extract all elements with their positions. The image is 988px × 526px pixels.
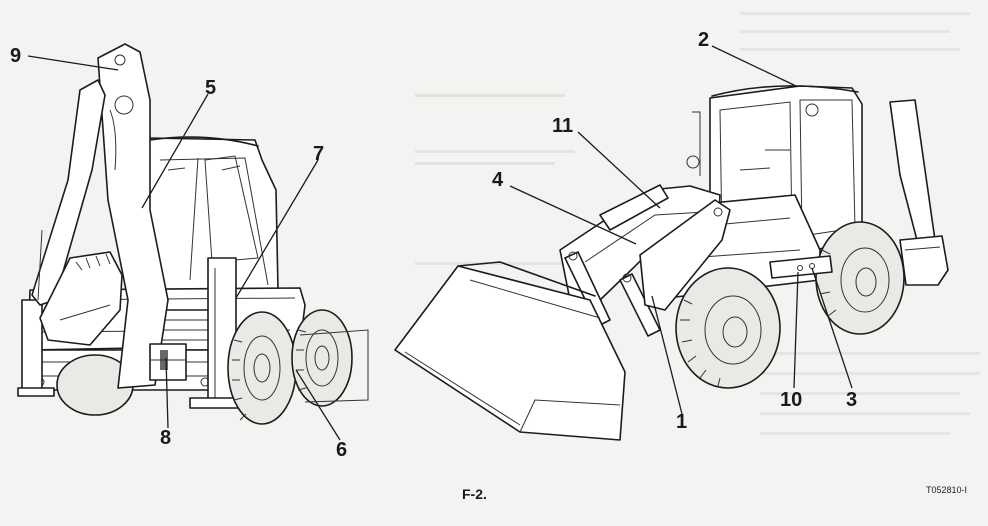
- callout-7: 7: [313, 143, 325, 165]
- callout-6: 6: [336, 439, 348, 461]
- front-view-machine: [394, 85, 949, 441]
- callout-3: 3: [846, 389, 858, 411]
- callout-2: 2: [698, 29, 710, 51]
- callout-11: 11: [552, 115, 574, 137]
- callout-10: 10: [780, 389, 803, 411]
- figure-caption: F-2.: [462, 486, 487, 502]
- callout-5: 5: [205, 77, 217, 99]
- callout-1: 1: [676, 411, 688, 433]
- callout-4: 4: [492, 169, 504, 191]
- leader-lines: [27, 45, 853, 441]
- background-show-through: [415, 12, 980, 435]
- callout-9: 9: [10, 45, 22, 67]
- figure-reference-code: T052810-I: [926, 485, 968, 495]
- rear-view-machine: [17, 43, 369, 425]
- callout-8: 8: [160, 427, 172, 449]
